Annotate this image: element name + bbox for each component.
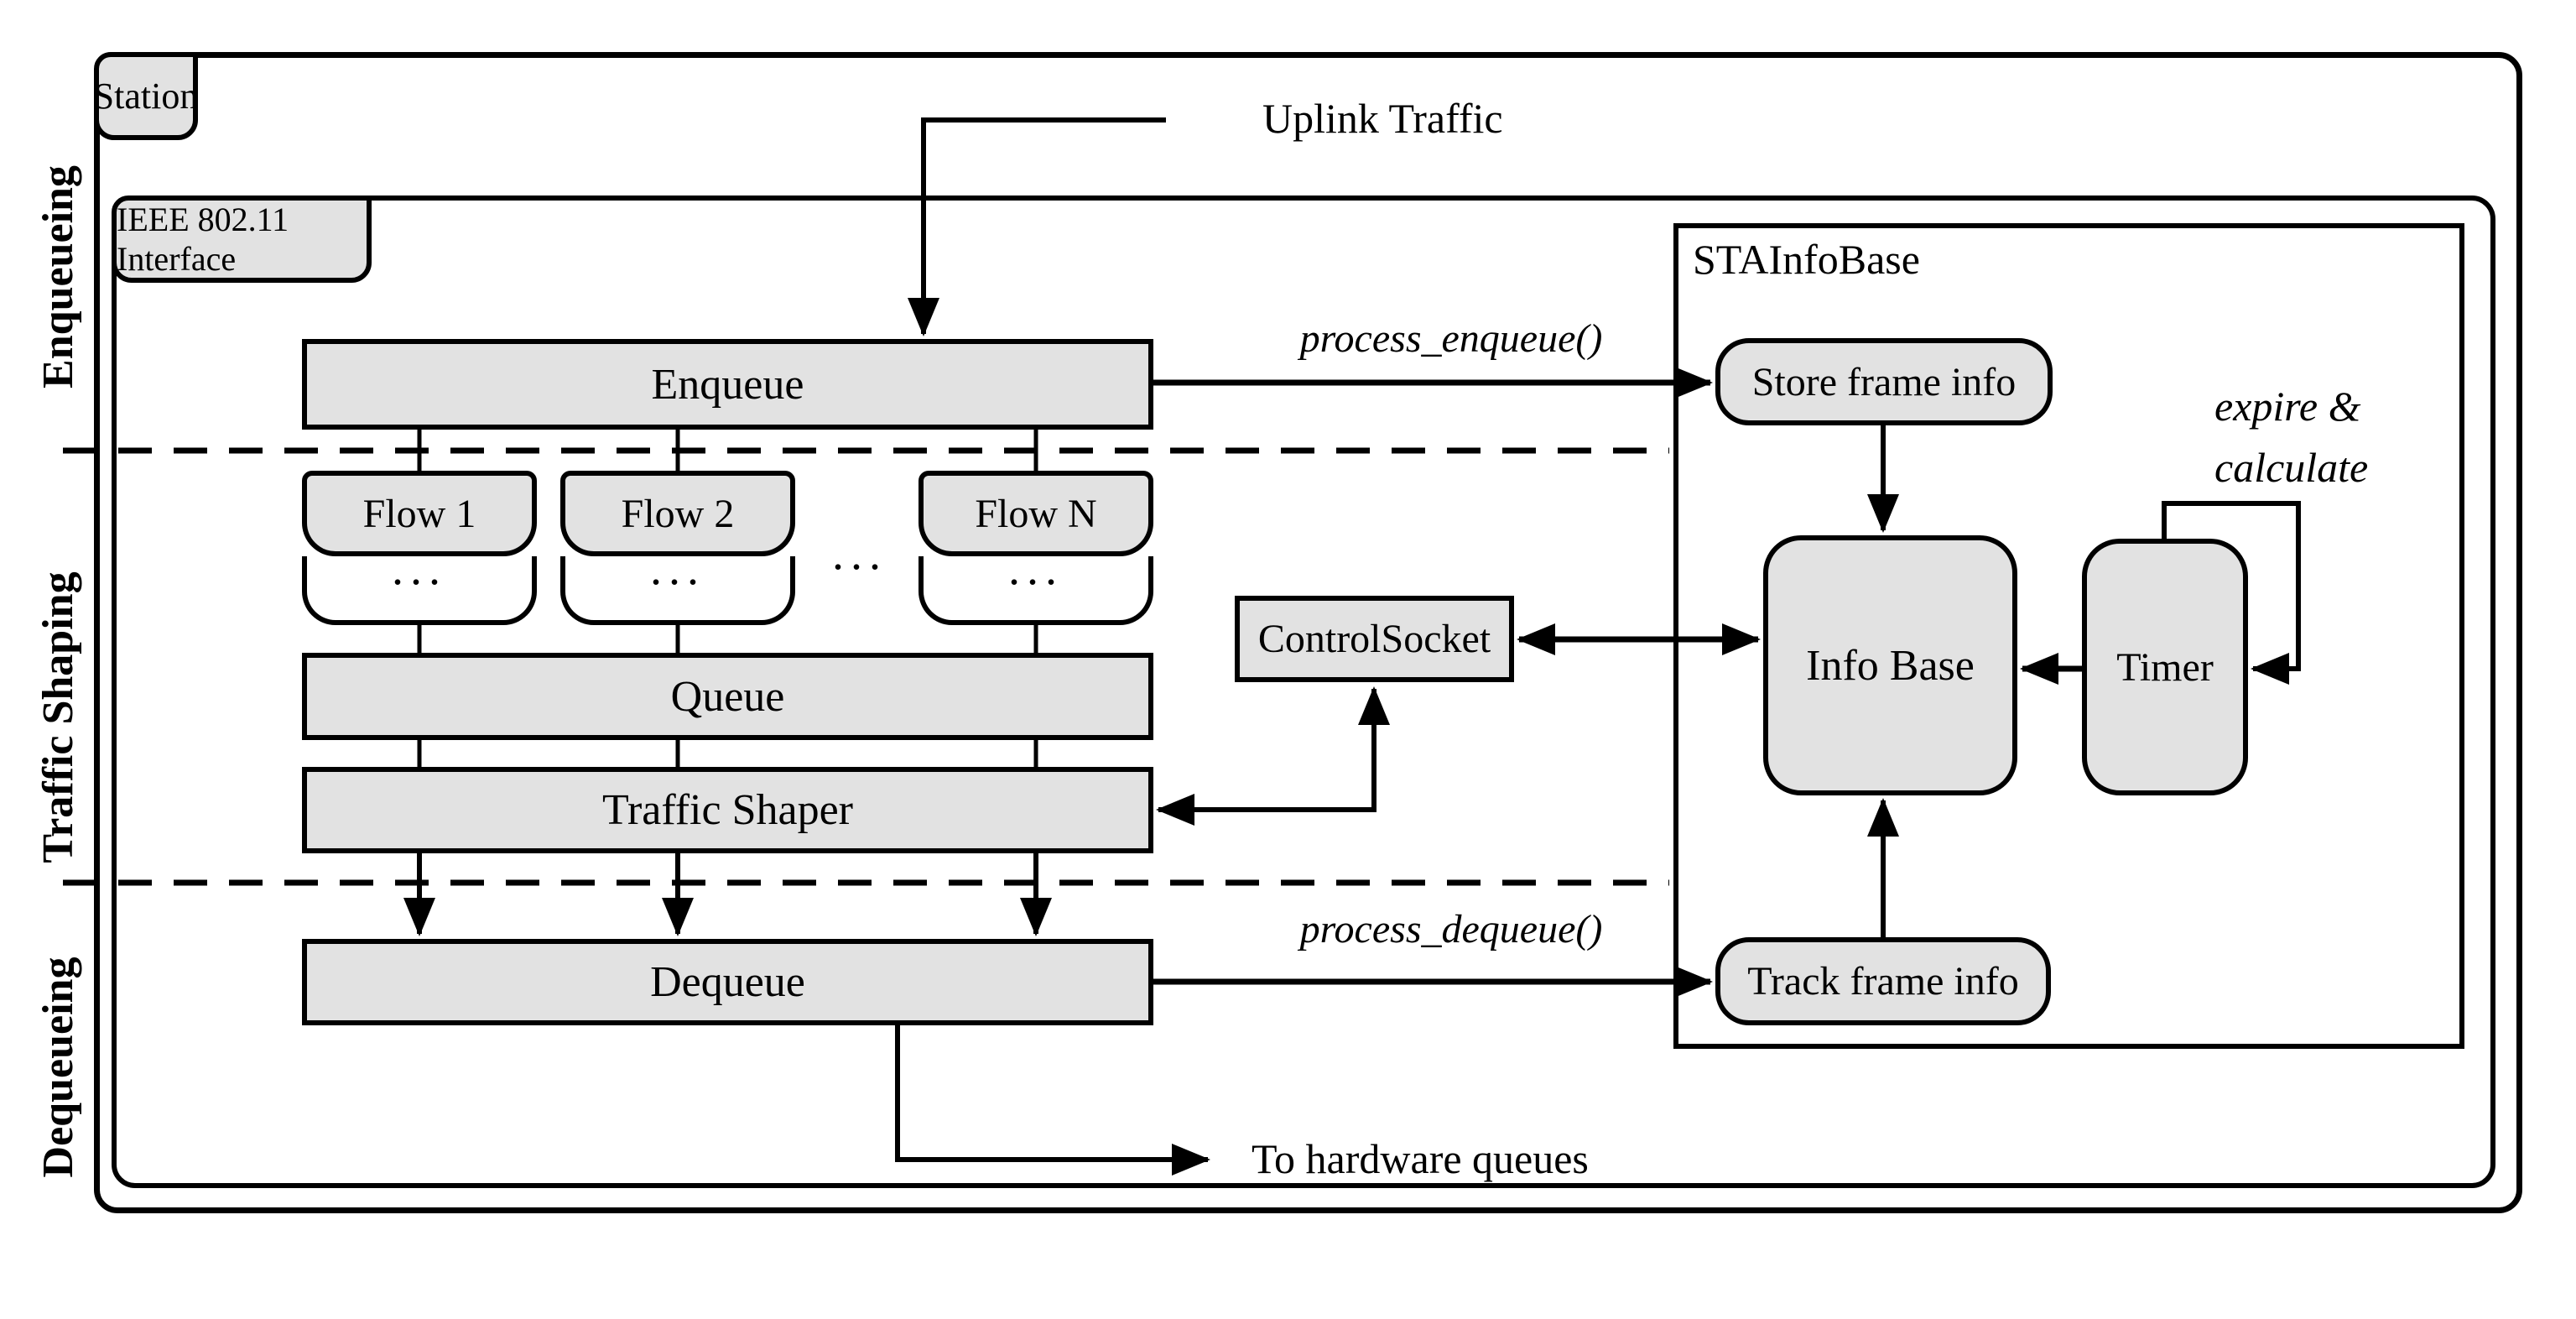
flown-sub-box: ... bbox=[919, 543, 1153, 625]
interface-tab: IEEE 802.11 Interface bbox=[112, 196, 372, 283]
flow2-box: Flow 2 bbox=[560, 471, 795, 556]
info-base-box: Info Base bbox=[1763, 535, 2017, 795]
flow1-label: Flow 1 bbox=[362, 491, 476, 536]
station-tab-label: Station bbox=[93, 76, 199, 117]
to-hardware-queues-label: To hardware queues bbox=[1252, 1135, 1589, 1182]
flow1-dots: ... bbox=[392, 543, 447, 595]
flow1-sub-box: ... bbox=[302, 543, 537, 625]
flow2-label: Flow 2 bbox=[621, 491, 735, 536]
expire-calculate-label-line1: expire & bbox=[2214, 383, 2361, 430]
enqueue-label: Enqueue bbox=[651, 360, 804, 409]
timer-label: Timer bbox=[2116, 644, 2214, 690]
info-base-label: Info Base bbox=[1806, 641, 1975, 690]
store-frame-info-box: Store frame info bbox=[1715, 338, 2053, 425]
store-frame-info-label: Store frame info bbox=[1751, 359, 2017, 404]
control-socket-label: ControlSocket bbox=[1257, 617, 1491, 661]
flown-dots: ... bbox=[1008, 543, 1064, 595]
section-label-dequeueing: Dequeueing bbox=[34, 957, 82, 1178]
flow1-box: Flow 1 bbox=[302, 471, 537, 556]
section-label-enqueueing: Enqueueing bbox=[34, 165, 82, 388]
flow-separator-dots: ... bbox=[832, 528, 887, 580]
flown-box: Flow N bbox=[919, 471, 1153, 556]
enqueue-box: Enqueue bbox=[302, 339, 1153, 430]
uplink-traffic-label: Uplink Traffic bbox=[1262, 95, 1503, 142]
interface-tab-label: IEEE 802.11 Interface bbox=[117, 201, 289, 278]
track-frame-info-box: Track frame info bbox=[1715, 937, 2051, 1025]
traffic-shaper-label: Traffic Shaper bbox=[602, 786, 853, 834]
timer-box: Timer bbox=[2082, 539, 2248, 795]
flown-label: Flow N bbox=[975, 491, 1097, 536]
queue-box: Queue bbox=[302, 653, 1153, 740]
dequeue-box: Dequeue bbox=[302, 939, 1153, 1025]
process-dequeue-label: process_dequeue() bbox=[1299, 907, 1603, 951]
queue-label: Queue bbox=[670, 672, 785, 721]
flow2-dots: ... bbox=[650, 543, 705, 595]
control-socket-box: ControlSocket bbox=[1235, 596, 1514, 682]
station-tab: Station bbox=[94, 52, 198, 140]
interface-box bbox=[112, 196, 2495, 1188]
expire-calculate-label-line2: calculate bbox=[2214, 444, 2369, 491]
station-box bbox=[94, 52, 2522, 1213]
diagram-page: { "colors": {"box_fill": "#e2e2e2", "lin… bbox=[34, 52, 2522, 1213]
flow2-sub-box: ... bbox=[560, 543, 795, 625]
process-enqueue-label: process_enqueue() bbox=[1299, 316, 1603, 361]
sta-info-base-label: STAInfoBase bbox=[1693, 236, 1920, 283]
dequeue-label: Dequeue bbox=[650, 958, 805, 1006]
traffic-shaper-box: Traffic Shaper bbox=[302, 767, 1153, 853]
track-frame-info-label: Track frame info bbox=[1747, 959, 2019, 1004]
